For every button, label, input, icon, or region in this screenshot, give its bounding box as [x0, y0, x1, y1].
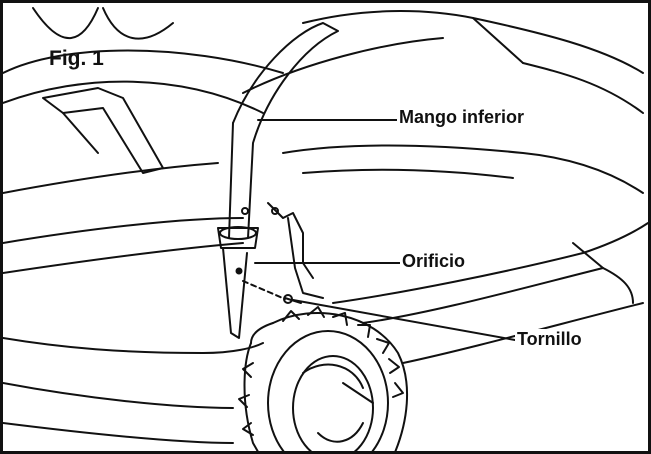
lawnmower-illustration: [3, 7, 648, 451]
figure-title: Fig. 1: [49, 47, 104, 70]
label-tornillo: Tornillo: [515, 329, 584, 350]
label-mango-inferior: Mango inferior: [397, 107, 526, 128]
label-orificio: Orificio: [400, 251, 468, 272]
